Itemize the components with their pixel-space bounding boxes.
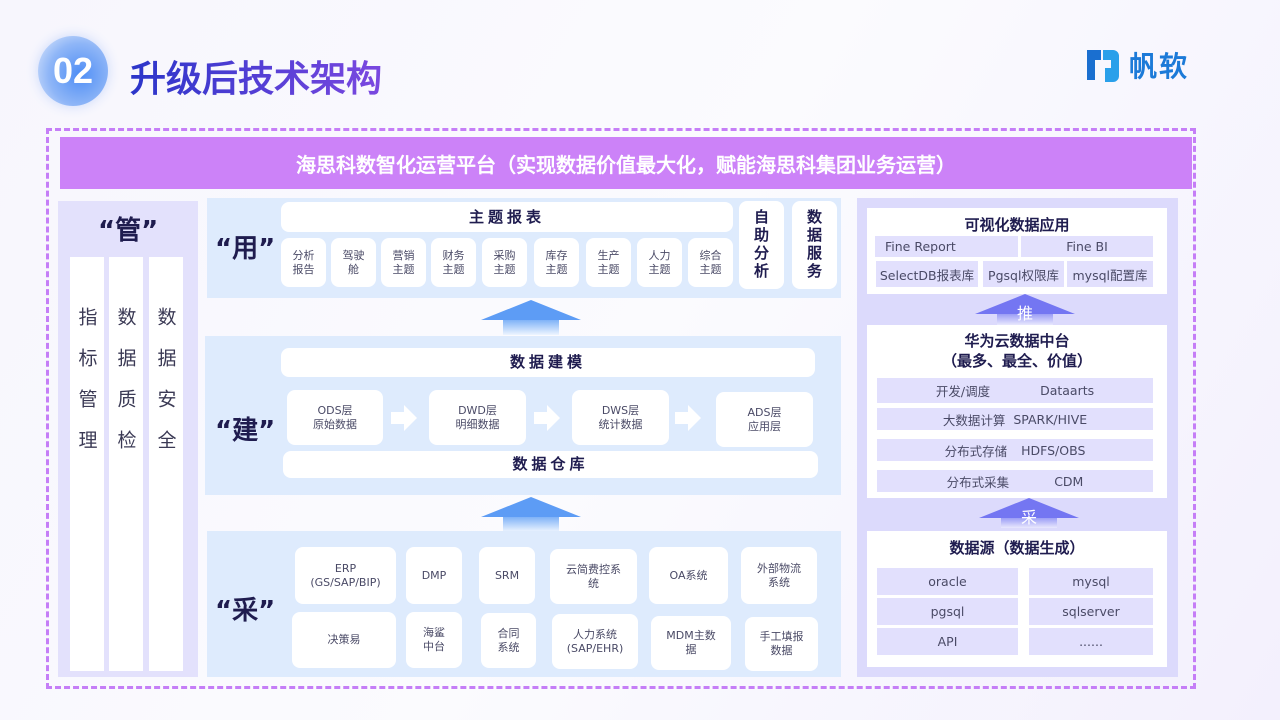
topic-item[interactable]: 库存 主题 <box>534 238 579 287</box>
platform-banner: 海思科数智化运营平台（实现数据价值最大化，赋能海思科集团业务运营） <box>60 137 1192 189</box>
data-modeling-header: 数据建模 <box>281 348 815 377</box>
huawei-row: 分布式采集 CDM <box>877 470 1153 492</box>
up-arrow-icon <box>481 497 581 532</box>
data-service-box[interactable]: 数据服务 <box>792 201 837 289</box>
architecture-frame <box>46 128 1196 689</box>
source-system[interactable]: DMP <box>406 547 462 604</box>
source-system[interactable]: 决策易 <box>292 612 396 668</box>
source-db[interactable]: sqlserver <box>1029 598 1153 625</box>
row-label: 分布式采集 <box>946 474 1010 490</box>
topic-item[interactable]: 分析 报告 <box>281 238 326 287</box>
row-label: 开发/调度 <box>935 384 991 399</box>
push-arrow-icon: 推 <box>975 294 1075 325</box>
manage-column-quality: 数据质检 <box>109 257 143 671</box>
row-value: CDM <box>1054 473 1084 489</box>
manage-column-metrics: 指标管理 <box>70 257 104 671</box>
source-system[interactable]: MDM主数 据 <box>651 616 731 670</box>
viz-cell[interactable]: Pgsql权限库 <box>983 261 1064 287</box>
source-system[interactable]: 海鲨 中台 <box>406 612 462 668</box>
brand-logo: 帆软 <box>1085 45 1189 85</box>
use-label: “用” <box>215 234 276 264</box>
source-db[interactable]: ...... <box>1029 628 1153 655</box>
topic-item[interactable]: 综合 主题 <box>688 238 733 287</box>
topic-item[interactable]: 人力 主题 <box>637 238 682 287</box>
topic-item[interactable]: 采购 主题 <box>482 238 527 287</box>
row-value: Dataarts <box>1040 383 1095 398</box>
huawei-row: 大数据计算 SPARK/HIVE <box>877 408 1153 430</box>
huawei-title: 华为云数据中台 （最多、最全、价值） <box>941 332 1092 370</box>
viz-cell[interactable]: Fine Report <box>875 236 1018 257</box>
source-system[interactable]: SRM <box>479 547 535 604</box>
data-source-title: 数据源（数据生成） <box>949 539 1085 557</box>
topic-item[interactable]: 财务 主题 <box>431 238 476 287</box>
self-analysis-box[interactable]: 自助分析 <box>739 201 784 289</box>
source-system[interactable]: 外部物流 系统 <box>741 547 817 604</box>
source-system[interactable]: 合同 系统 <box>481 613 536 668</box>
collect-label: “采” <box>215 596 276 626</box>
up-arrow-icon <box>481 300 581 335</box>
source-db[interactable]: pgsql <box>877 598 1018 625</box>
source-system[interactable]: 手工填报 数据 <box>745 617 818 671</box>
topic-item[interactable]: 生产 主题 <box>586 238 631 287</box>
manage-column-security: 数据安全 <box>149 257 183 671</box>
manage-label: “管” <box>98 216 159 246</box>
topic-item[interactable]: 营销 主题 <box>381 238 426 287</box>
logo-text: 帆软 <box>1129 50 1190 83</box>
layer-ads[interactable]: ADS层 应用层 <box>716 392 813 447</box>
viz-cell[interactable]: Fine BI <box>1021 236 1153 257</box>
viz-app-title: 可视化数据应用 <box>964 216 1070 234</box>
source-db[interactable]: API <box>877 628 1018 655</box>
source-db[interactable]: oracle <box>877 568 1018 595</box>
source-system[interactable]: 人力系统 (SAP/EHR) <box>552 614 638 669</box>
collect-arrow-label: 采 <box>1020 508 1037 527</box>
source-system[interactable]: 云简费控系 统 <box>550 549 637 604</box>
row-label: 大数据计算 <box>942 412 1006 428</box>
viz-cell[interactable]: SelectDB报表库 <box>876 261 978 287</box>
layer-ods[interactable]: ODS层 原始数据 <box>287 390 383 445</box>
topic-item[interactable]: 驾驶 舱 <box>331 238 376 287</box>
right-arrow-icon <box>391 405 417 431</box>
source-system[interactable]: OA系统 <box>649 547 728 604</box>
collect-arrow-icon: 采 <box>979 498 1079 528</box>
page-title: 升级后技术架构 <box>130 50 382 102</box>
source-system[interactable]: ERP (GS/SAP/BIP) <box>295 547 396 604</box>
push-label: 推 <box>1016 304 1033 323</box>
row-value: SPARK/HIVE <box>1013 411 1088 427</box>
right-arrow-icon <box>534 405 560 431</box>
data-warehouse-header: 数据仓库 <box>283 451 818 478</box>
layer-dws[interactable]: DWS层 统计数据 <box>572 390 669 445</box>
huawei-row: 分布式存储 HDFS/OBS <box>877 439 1153 461</box>
layer-dwd[interactable]: DWD层 明细数据 <box>429 390 526 445</box>
row-value: HDFS/OBS <box>1021 442 1086 458</box>
fanruan-logo-icon <box>1087 50 1119 82</box>
topic-reports-header: 主题报表 <box>281 202 733 232</box>
source-db[interactable]: mysql <box>1029 568 1153 595</box>
build-label: “建” <box>215 416 276 446</box>
huawei-row: 开发/调度 Dataarts <box>877 378 1153 403</box>
right-arrow-icon <box>675 405 701 431</box>
section-number-badge: 02 <box>38 36 108 106</box>
row-label: 分布式存储 <box>944 443 1008 459</box>
viz-cell[interactable]: mysql配置库 <box>1067 261 1153 287</box>
